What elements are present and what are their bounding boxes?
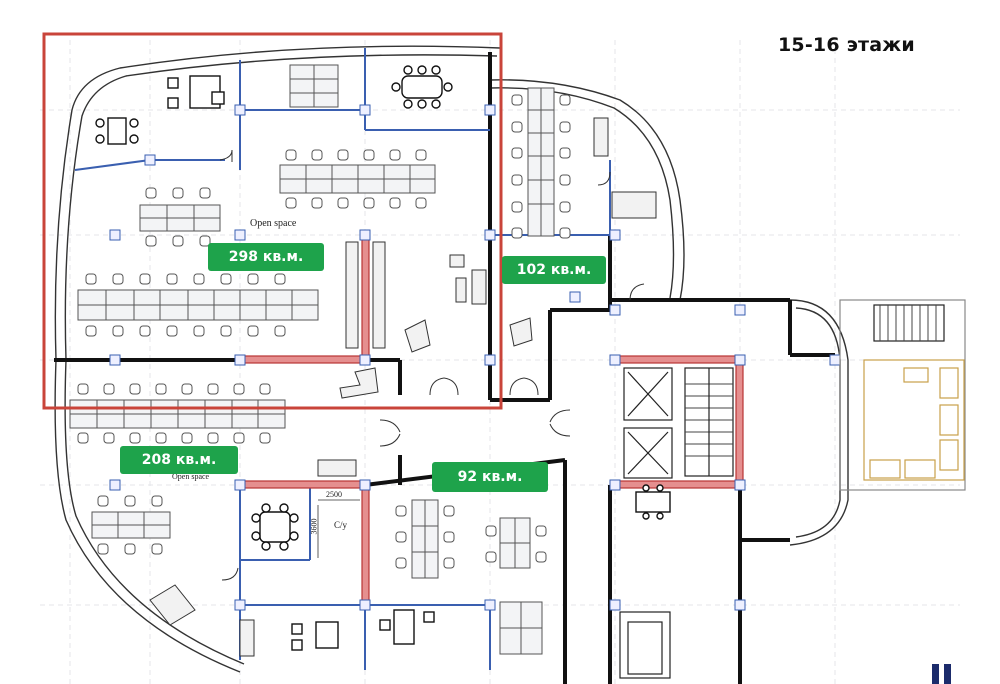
chairs bbox=[77, 94, 571, 569]
zone-badge-102[interactable]: 102 кв.м. bbox=[502, 256, 606, 284]
zone-badge-298[interactable]: 298 кв.м. bbox=[208, 243, 324, 271]
open-space-lower-label: Open space bbox=[172, 472, 210, 481]
zone-badge-208[interactable]: 208 кв.м. bbox=[120, 446, 238, 474]
dimension-height-label: 3600 bbox=[309, 518, 319, 535]
highlight-frame bbox=[42, 32, 503, 410]
lounge-furniture bbox=[149, 117, 657, 657]
doors bbox=[219, 149, 645, 581]
brand-mark bbox=[932, 664, 951, 684]
building-core bbox=[619, 299, 966, 679]
building-shell bbox=[54, 45, 849, 673]
meeting-furniture bbox=[95, 65, 671, 651]
column-markers bbox=[109, 104, 841, 611]
floor-title: 15-16 этажи bbox=[778, 34, 915, 56]
open-space-label: Open space bbox=[250, 218, 297, 229]
dimension-width-label: 2500 bbox=[326, 490, 342, 499]
dimension-lines bbox=[317, 499, 360, 558]
desk-clusters bbox=[69, 64, 555, 655]
zone-badge-92[interactable]: 92 кв.м. bbox=[432, 462, 548, 492]
wc-label: С/у bbox=[334, 520, 348, 530]
